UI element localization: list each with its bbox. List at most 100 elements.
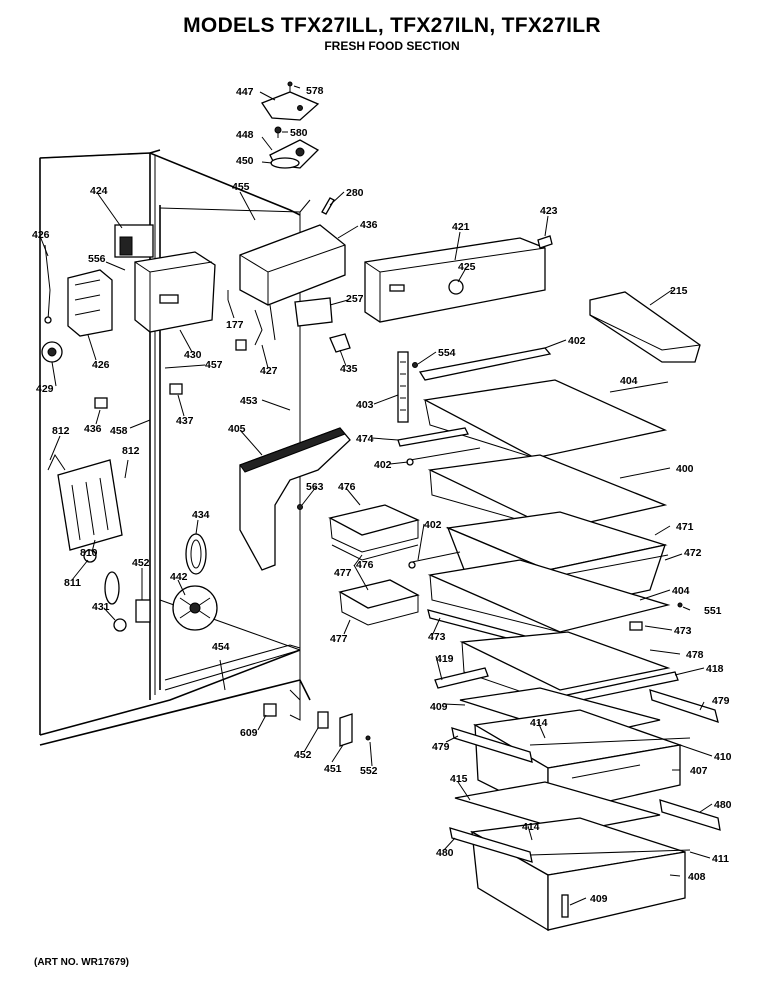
- part-479-drawer-slide-left: [451, 727, 533, 763]
- callout-400: 400: [676, 463, 694, 475]
- callout-419: 419: [436, 653, 454, 665]
- part-552-screw: [365, 735, 371, 741]
- callout-414: 414: [522, 821, 540, 833]
- callout-473: 473: [674, 625, 692, 637]
- callout-424: 424: [90, 185, 108, 197]
- callout-427: 427: [260, 365, 278, 377]
- callout-451: 451: [324, 763, 342, 775]
- part-431-cap: [113, 618, 127, 632]
- callout-480: 480: [436, 847, 454, 859]
- part-403-shelf-support: [397, 351, 409, 423]
- callout-556: 556: [88, 253, 106, 265]
- callout-280: 280: [346, 187, 364, 199]
- callout-447: 447: [236, 86, 254, 98]
- callout-552: 552: [360, 765, 378, 777]
- callout-402: 402: [424, 519, 442, 531]
- part-477-upper-tray-base: [331, 544, 419, 561]
- callout-431: 431: [92, 601, 110, 613]
- callout-472: 472: [684, 547, 702, 559]
- callout-811: 811: [64, 577, 81, 589]
- callout-580: 580: [290, 127, 308, 139]
- part-811-grommet: [83, 549, 97, 563]
- callout-609: 609: [240, 727, 258, 739]
- part-434-gasket: [185, 533, 207, 575]
- callout-410: 410: [714, 751, 732, 763]
- art-number: (ART NO. WR17679): [34, 957, 130, 968]
- part-437-block: [169, 383, 183, 395]
- callout-434: 434: [192, 509, 210, 521]
- leader-lines: [39, 85, 713, 906]
- callout-810: 810: [80, 547, 98, 559]
- callout-551: 551: [704, 605, 722, 617]
- part-404-lower-shelf: [427, 559, 671, 633]
- part-405-air-baffle: [239, 427, 351, 571]
- part-551-screw: [677, 602, 683, 608]
- diagram-title: MODELS TFX27ILL, TFX27ILN, TFX27ILR: [183, 14, 601, 37]
- part-280-clip: [321, 197, 335, 215]
- part-442-fan-motor: [172, 585, 218, 631]
- part-436-clip: [94, 397, 108, 409]
- part-419-slide: [434, 667, 489, 689]
- callout-437: 437: [176, 415, 194, 427]
- callout-471: 471: [676, 521, 694, 533]
- part-479-drawer-slide-right: [649, 689, 719, 723]
- part-452-spacer: [104, 571, 120, 605]
- callout-402: 402: [568, 335, 586, 347]
- part-436-air-duct: [239, 224, 346, 306]
- callout-407: 407: [690, 765, 708, 777]
- part-423-light-bulb-cap: [537, 235, 553, 249]
- part-578-screw: [287, 81, 293, 92]
- callout-415: 415: [450, 773, 468, 785]
- callout-404: 404: [672, 585, 690, 597]
- callout-435: 435: [340, 363, 358, 375]
- callout-402: 402: [374, 459, 392, 471]
- part-424-control-bracket: [114, 224, 154, 258]
- callout-476: 476: [338, 481, 356, 493]
- callout-812: 812: [122, 445, 140, 457]
- part-474-shelf-rail: [397, 427, 469, 447]
- callout-426: 426: [32, 229, 50, 241]
- callout-411: 411: [712, 853, 729, 865]
- part-563-screw: [297, 504, 303, 510]
- callout-454: 454: [212, 641, 230, 653]
- callout-578: 578: [306, 85, 324, 97]
- callout-414: 414: [530, 717, 548, 729]
- part-429-knob: [41, 341, 63, 363]
- callout-554: 554: [438, 347, 456, 359]
- callout-409: 409: [590, 893, 608, 905]
- callout-423: 423: [540, 205, 558, 217]
- callout-418: 418: [706, 663, 724, 675]
- callout-403: 403: [356, 399, 374, 411]
- part-452-cylinder: [135, 599, 151, 623]
- cabinet-outline: [39, 149, 311, 746]
- callout-480: 480: [714, 799, 732, 811]
- callout-458: 458: [110, 425, 128, 437]
- part-426-thermostat: [67, 269, 113, 337]
- part-435-clip: [329, 333, 351, 353]
- callout-436: 436: [360, 219, 378, 231]
- part-402-shelf-bracket: [406, 447, 481, 466]
- part-609-leveler: [263, 703, 277, 717]
- part-415-glass-insert: [454, 781, 661, 833]
- part-402-lower-bracket: [408, 551, 461, 569]
- callout-409: 409: [430, 701, 448, 713]
- callout-448: 448: [236, 129, 254, 141]
- callout-452: 452: [132, 557, 150, 569]
- callout-812: 812: [52, 425, 70, 437]
- part-812-heater-wire: [47, 453, 66, 471]
- callout-442: 442: [170, 571, 188, 583]
- callout-430: 430: [184, 349, 202, 361]
- callout-477: 477: [334, 567, 352, 579]
- part-257-damper-control: [294, 297, 333, 327]
- part-410-drawer-front: [529, 737, 691, 746]
- callout-476: 476: [356, 559, 374, 571]
- callout-421: 421: [452, 221, 470, 233]
- part-411-drawer-front: [529, 849, 691, 856]
- callout-450: 450: [236, 155, 254, 167]
- callout-452: 452: [294, 749, 312, 761]
- part-480-drawer-slide-right: [659, 799, 721, 831]
- callout-473: 473: [428, 631, 446, 643]
- part-215-dairy-bin: [589, 291, 701, 363]
- callout-404: 404: [620, 375, 638, 387]
